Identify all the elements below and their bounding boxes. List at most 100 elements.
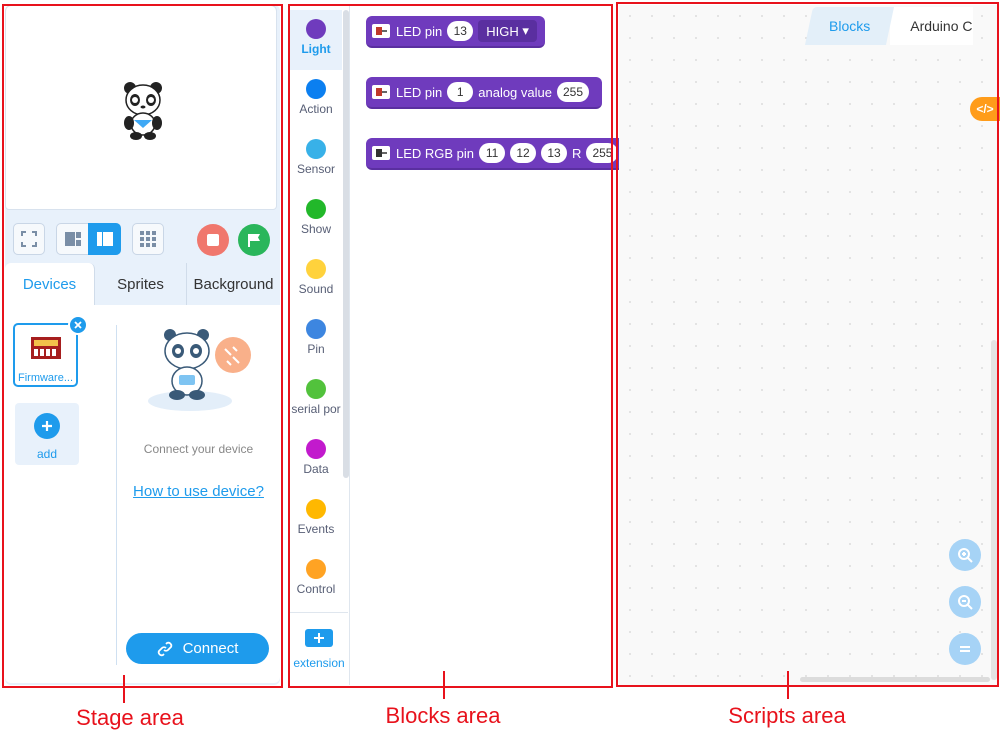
link-icon (157, 641, 172, 656)
led-icon (372, 85, 390, 99)
tab-blocks-label: Blocks (829, 18, 871, 34)
connect-label: Connect (182, 640, 239, 657)
block-text: LED RGB pin (396, 145, 475, 161)
category-control[interactable]: Control (290, 550, 342, 610)
code-tabs: Blocks Arduino C (804, 7, 973, 45)
category-dot (306, 199, 326, 219)
small-stage-button[interactable] (56, 223, 89, 255)
category-show[interactable]: Show (290, 190, 342, 250)
stage-pointer (123, 675, 125, 703)
pin1-input[interactable]: 11 (479, 143, 506, 163)
extension-button[interactable]: extension (290, 612, 348, 685)
stage-panel: Devices Sprites Background Firmware... (5, 5, 280, 685)
category-label: Pin (307, 342, 325, 356)
category-label: Data (303, 462, 329, 476)
flag-icon (248, 234, 260, 247)
plus-icon (34, 413, 60, 439)
category-dot (306, 439, 326, 459)
scripts-area-label: Scripts area (728, 703, 846, 728)
horizontal-scrollbar[interactable] (800, 677, 990, 682)
r-label: R (572, 145, 582, 161)
add-label: add (36, 447, 58, 461)
r-input[interactable]: 255 (586, 143, 619, 163)
blocks-pointer (443, 671, 445, 699)
device-list: Firmware... add (5, 305, 115, 683)
scripts-canvas[interactable]: Blocks Arduino C </> (619, 5, 1000, 685)
pin2-input[interactable]: 12 (510, 143, 537, 163)
category-label: Sound (298, 282, 334, 296)
how-to-link[interactable]: How to use device? (133, 483, 264, 500)
category-action[interactable]: Action (290, 70, 342, 130)
value-input[interactable]: 255 (556, 82, 590, 102)
divider (116, 325, 117, 665)
panda-sprite[interactable] (121, 80, 166, 140)
connect-button[interactable]: Connect (126, 633, 269, 664)
extension-label: extension (293, 656, 345, 670)
stop-icon (207, 234, 219, 246)
category-dot (306, 19, 326, 39)
tab-arduino-c[interactable]: Arduino C (890, 7, 973, 45)
category-dot (306, 79, 326, 99)
zoom-in-icon (958, 548, 973, 563)
block-text: LED pin (396, 84, 443, 100)
state-dropdown[interactable]: HIGH ▾ (478, 20, 537, 42)
connect-info: Connect your device How to use device? C… (117, 305, 280, 683)
connect-hint: Connect your device (143, 442, 254, 456)
led-icon (372, 146, 390, 160)
category-label: Show (300, 222, 332, 236)
category-label: Control (296, 582, 336, 596)
device-card[interactable]: Firmware... (13, 315, 88, 387)
remove-device-button[interactable] (68, 315, 88, 335)
zoom-out-button[interactable] (949, 586, 981, 618)
category-sensor[interactable]: Sensor (290, 130, 342, 190)
block-text: analog value (478, 84, 552, 100)
blocks-area-label: Blocks area (385, 703, 501, 728)
pin-input[interactable]: 13 (447, 21, 474, 41)
code-icon: </> (976, 102, 994, 116)
category-dot (306, 499, 326, 519)
category-dot (306, 139, 326, 159)
tab-devices[interactable]: Devices (5, 263, 95, 305)
category-label: Action (299, 102, 333, 116)
stage-tabs: Devices Sprites Background (5, 263, 280, 305)
zoom-in-button[interactable] (949, 539, 981, 571)
stage-area-label: Stage area (76, 705, 184, 730)
fullscreen-button[interactable] (13, 223, 45, 255)
category-dot (306, 379, 326, 399)
category-pin[interactable]: Pin (290, 310, 342, 370)
tab-background[interactable]: Background (187, 263, 280, 305)
category-light[interactable]: Light (290, 10, 342, 70)
stage-view[interactable] (5, 5, 277, 210)
fullscreen-icon (21, 231, 37, 247)
category-scrollbar[interactable] (343, 10, 349, 478)
pin-input[interactable]: 1 (447, 82, 474, 102)
tab-sprites[interactable]: Sprites (95, 263, 187, 305)
zoom-reset-button[interactable] (949, 633, 981, 665)
category-serial-port[interactable]: serial por (290, 370, 342, 430)
block-led-pin-digital[interactable]: LED pin 13 HIGH ▾ (366, 16, 545, 48)
category-label: Sensor (296, 162, 336, 176)
scripts-pointer (787, 671, 789, 699)
pin3-input[interactable]: 13 (541, 143, 568, 163)
block-led-pin-analog[interactable]: LED pin 1 analog value 255 (366, 77, 603, 109)
stop-button[interactable] (197, 224, 229, 256)
category-bar: Light Action Sensor Show Sound Pin seria… (290, 5, 350, 685)
category-sound[interactable]: Sound (290, 250, 342, 310)
equals-icon (960, 646, 970, 652)
category-label: Light (301, 42, 331, 56)
device-name: Firmware... (18, 372, 73, 384)
stage-toolbar (5, 217, 280, 265)
zoom-out-icon (958, 595, 973, 610)
large-stage-button[interactable] (88, 223, 121, 255)
board-icon (31, 337, 61, 359)
tab-blocks[interactable]: Blocks (804, 7, 895, 45)
vertical-scrollbar[interactable] (991, 340, 997, 680)
code-toggle-button[interactable]: </> (970, 97, 1000, 121)
category-events[interactable]: Events (290, 490, 342, 550)
category-data[interactable]: Data (290, 430, 342, 490)
go-button[interactable] (238, 224, 270, 256)
grid-view-button[interactable] (132, 223, 164, 255)
add-device-button[interactable]: add (15, 403, 79, 465)
devices-panel: Firmware... add (5, 305, 280, 683)
category-dot (306, 319, 326, 339)
